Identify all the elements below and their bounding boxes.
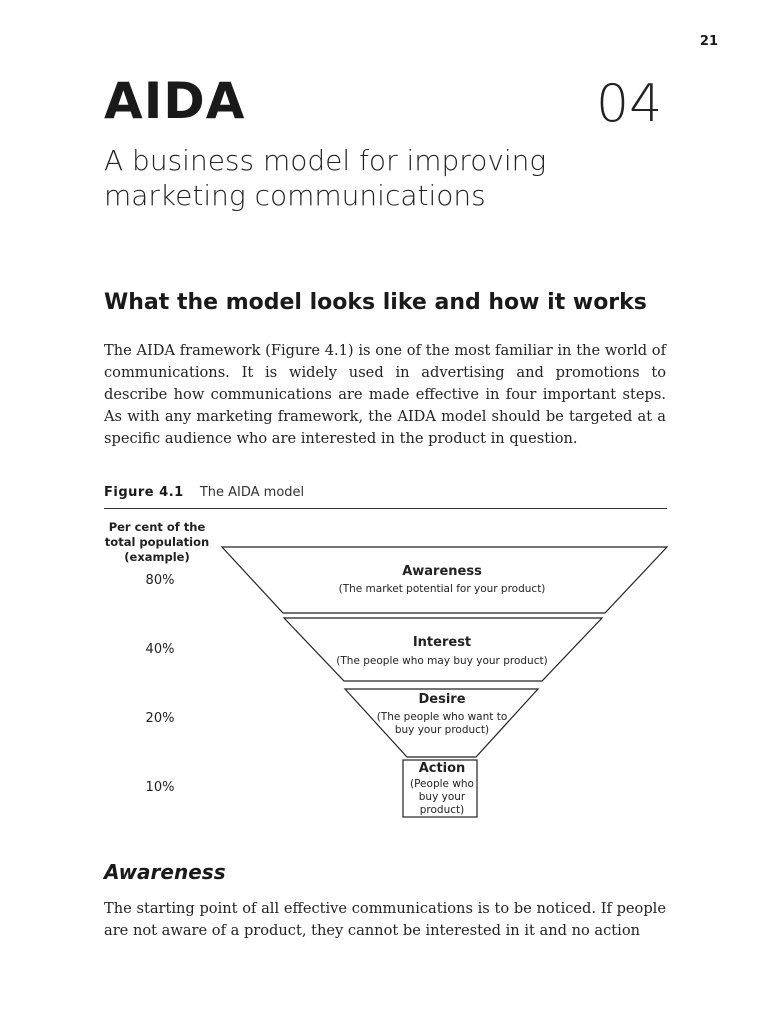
- awareness-percentage-label: 80%: [146, 573, 175, 588]
- axis-header-line: total population: [105, 535, 209, 549]
- awareness-stage-band: [220, 546, 669, 614]
- interest-stage-band: [282, 617, 604, 682]
- awareness-heading: Awareness: [104, 860, 226, 884]
- action-stage-box: [402, 759, 478, 818]
- desire-stage-band: [343, 688, 540, 758]
- action-stage-desc: product): [420, 804, 464, 816]
- chapter-title: AIDA: [104, 72, 246, 130]
- awareness-paragraph: The starting point of all effective comm…: [104, 900, 666, 939]
- interest-stage-desc: (The people who may buy your product): [336, 655, 547, 667]
- figure-rule: [104, 508, 667, 509]
- awareness-stage-desc: (The market potential for your product): [339, 583, 546, 595]
- axis-header-line: Per cent of the: [109, 520, 206, 534]
- action-stage-desc: (People who: [410, 778, 474, 790]
- interest-percentage-label: 40%: [146, 642, 175, 657]
- chapter-number: 04: [596, 74, 663, 134]
- figure-title: The AIDA model: [199, 485, 305, 500]
- figure-label: Figure 4.1: [104, 485, 184, 500]
- interest-stage-title: Interest: [413, 635, 471, 650]
- desire-stage-desc: (The people who want to: [377, 711, 508, 723]
- axis-header-line: (example): [124, 550, 189, 564]
- figure-caption: Figure 4.1 The AIDA model: [104, 485, 304, 500]
- chapter-subtitle: A business model for improving marketing…: [104, 144, 547, 212]
- desire-stage-title: Desire: [418, 692, 465, 707]
- page-number: 21: [699, 34, 718, 49]
- action-stage-title: Action: [419, 761, 466, 776]
- awareness-stage-title: Awareness: [402, 564, 482, 579]
- action-stage-desc: buy your: [419, 791, 466, 803]
- desire-percentage-label: 20%: [146, 711, 175, 726]
- action-percentage-label: 10%: [146, 780, 175, 795]
- intro-paragraph: The AIDA framework (Figure 4.1) is one o…: [104, 342, 666, 447]
- section-heading: What the model looks like and how it wor…: [104, 290, 647, 315]
- desire-stage-desc: buy your product): [395, 724, 489, 736]
